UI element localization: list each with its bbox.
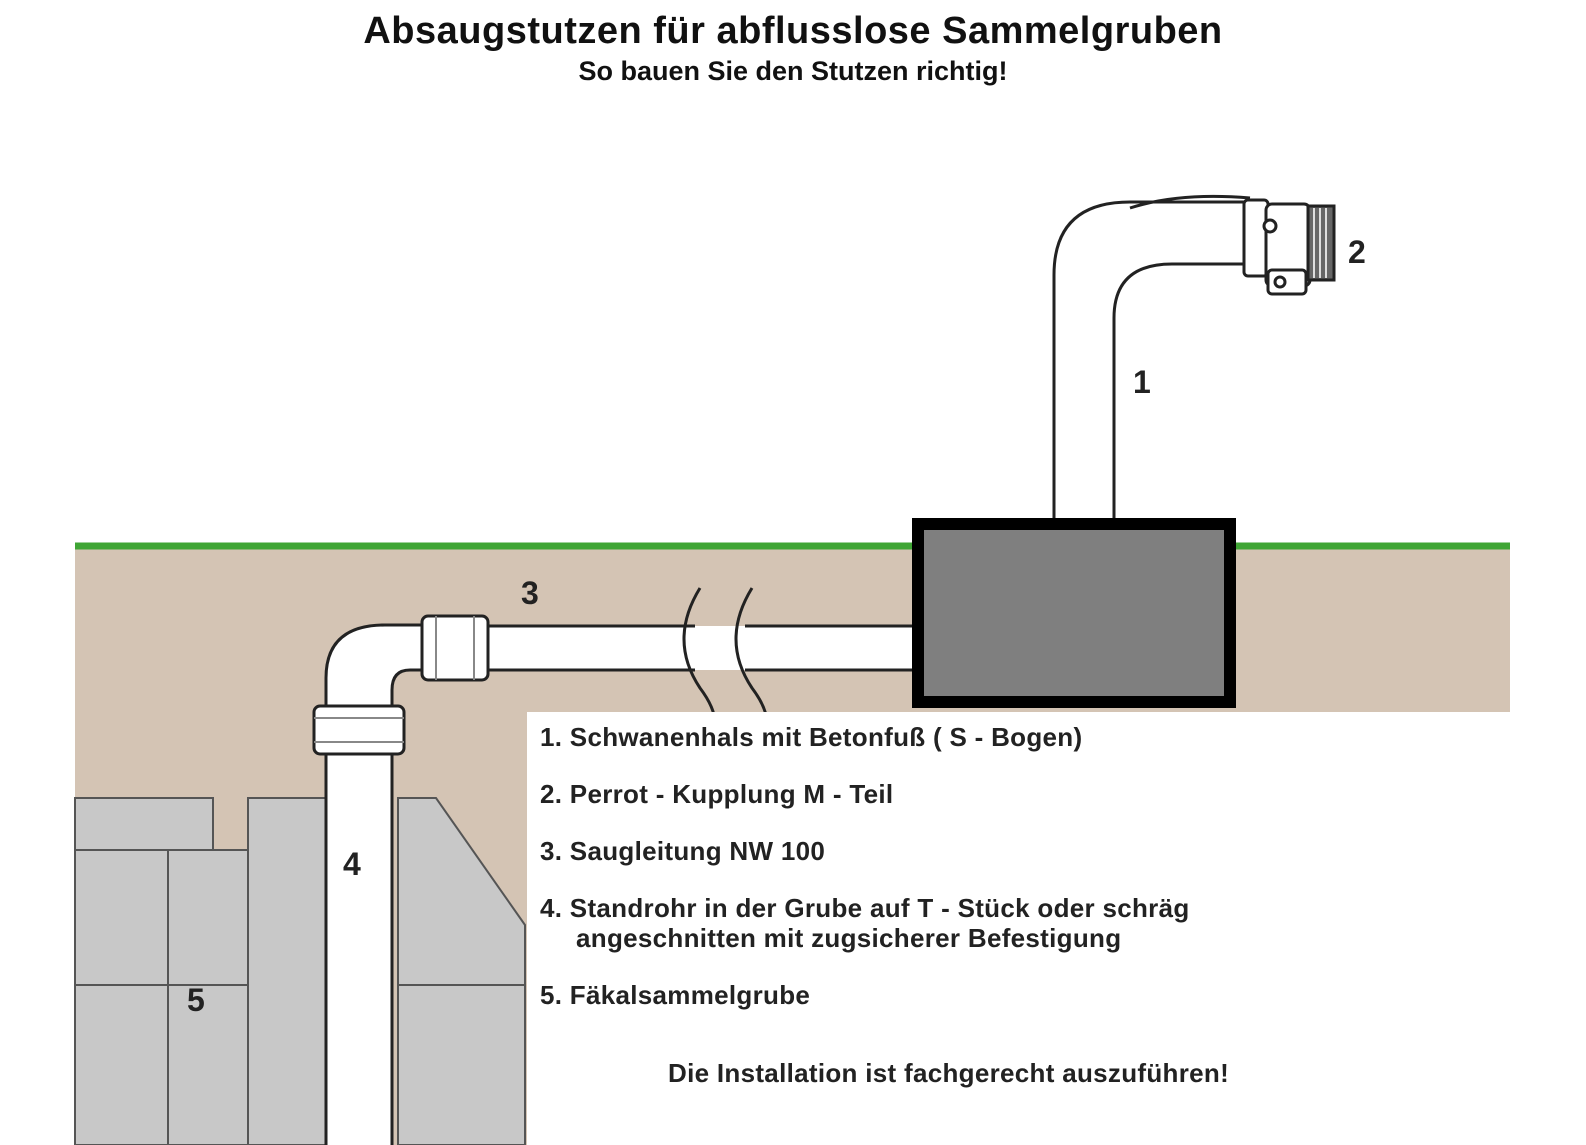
standpipe <box>324 738 394 1145</box>
diagram-subtitle: So bauen Sie den Stutzen richtig! <box>578 56 1008 86</box>
coupling-flange <box>1242 198 1270 278</box>
pit-segment-e <box>247 797 327 1145</box>
legend-item-4-line2: angeschnitten mit zugsicherer Befestigun… <box>576 923 1122 953</box>
pit-segment-a <box>74 849 169 986</box>
pit-segment-f <box>397 984 526 1145</box>
concrete-base <box>912 518 1236 708</box>
standpipe-socket <box>312 704 406 756</box>
legend-panel <box>527 712 1510 1145</box>
legend-list: 1. Schwanenhals mit Betonfuß ( S - Bogen… <box>540 722 1500 1037</box>
callout-4: 4 <box>343 846 361 882</box>
legend-item-4: 4. Standrohr in der Grube auf T - Stück … <box>540 893 1500 953</box>
gooseneck-pipe <box>1052 200 1252 518</box>
coupling-pin <box>1273 275 1287 289</box>
standpipe-body <box>324 738 394 1145</box>
perrot-coupling <box>1129 194 1336 296</box>
legend-item-1: 1. Schwanenhals mit Betonfuß ( S - Bogen… <box>540 722 1083 752</box>
diagram-title: Absaugstutzen für abflusslose Sammelgrub… <box>363 10 1223 52</box>
callout-3: 3 <box>521 575 539 611</box>
legend-item-4-line1: 4. Standrohr in der Grube auf T - Stück … <box>540 893 1190 923</box>
legend-item-3: 3. Saugleitung NW 100 <box>540 836 826 866</box>
collection-pit <box>74 797 526 1145</box>
pipe-socket <box>420 614 490 682</box>
callout-5: 5 <box>187 982 205 1018</box>
pit-top-ring <box>74 797 214 851</box>
legend-item-5: 5. Fäkalsammelgrube <box>540 980 811 1010</box>
pit-segment-d <box>167 984 249 1145</box>
pit-segment-c <box>74 984 169 1145</box>
coupling-pin <box>1262 218 1278 234</box>
pipe-elbow <box>324 623 427 714</box>
installation-note: Die Installation ist fachgerecht auszufü… <box>668 1058 1230 1088</box>
callout-2: 2 <box>1348 234 1366 270</box>
coupling-lever <box>1129 194 1251 210</box>
pit-segment-b <box>167 849 249 986</box>
pit-cone <box>397 797 526 986</box>
callout-1: 1 <box>1133 364 1151 400</box>
suction-pipe <box>480 626 920 670</box>
legend-item-2: 2. Perrot - Kupplung M - Teil <box>540 779 894 809</box>
